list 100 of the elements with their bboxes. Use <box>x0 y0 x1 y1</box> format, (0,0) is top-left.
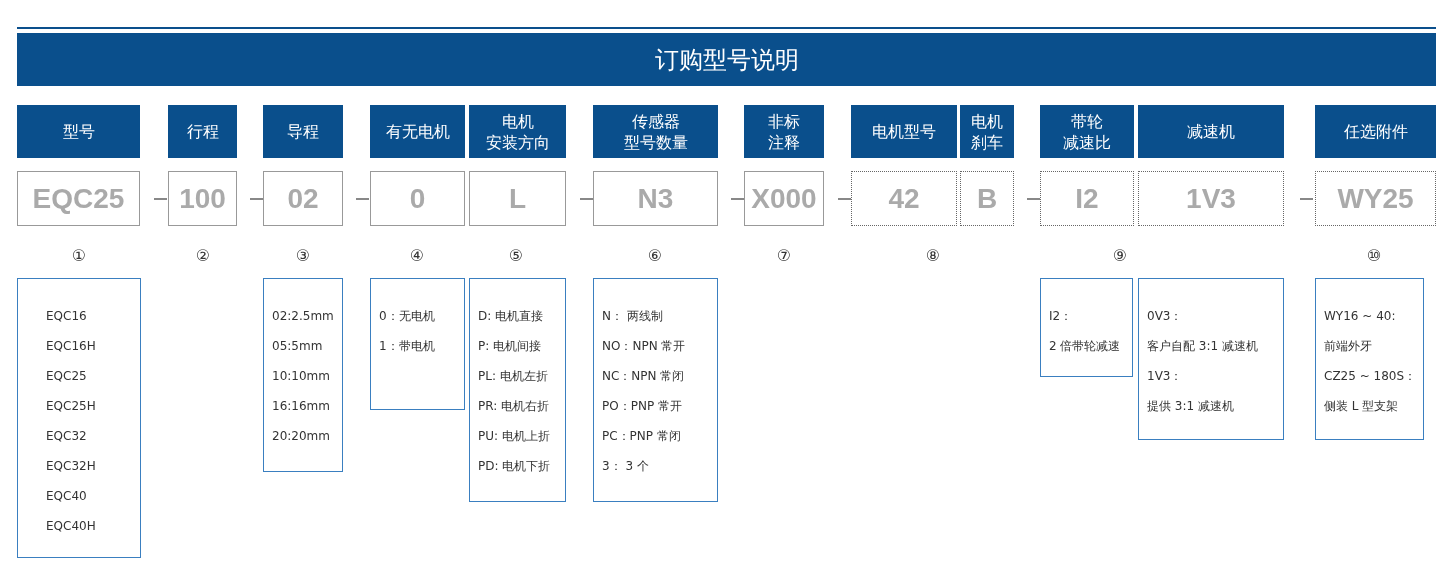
option-list-box <box>1040 278 1133 377</box>
option-text: 侧装 L 型支架 <box>1324 398 1400 415</box>
callout-number: ⑥ <box>646 245 664 267</box>
code-box <box>469 171 566 226</box>
code-box <box>1315 171 1436 226</box>
option-list-box <box>1315 278 1424 440</box>
code-value: I2 <box>1075 181 1099 216</box>
header-text: 电机型号 <box>872 121 936 142</box>
callout-number: ⑧ <box>924 245 942 267</box>
option-text: 02:2.5mm <box>272 308 335 325</box>
header-cell <box>168 105 237 158</box>
header-cell <box>1315 105 1436 158</box>
code-box <box>263 171 343 226</box>
option-text: 3： 3 个 <box>602 458 650 475</box>
callout-number: ⑤ <box>507 245 525 267</box>
header-cell <box>263 105 343 158</box>
header-cell <box>17 105 140 158</box>
header-text: 型号 <box>62 121 95 142</box>
option-text: N： 两线制 <box>602 308 664 325</box>
header-cell <box>1040 105 1134 158</box>
option-text: I2： <box>1049 308 1074 325</box>
header-text: 导程 <box>287 121 319 142</box>
option-text: P: 电机间接 <box>478 338 543 355</box>
option-text: CZ25 ~ 180S： <box>1324 368 1418 385</box>
code-value: B <box>976 181 998 216</box>
option-text: 提供 3:1 减速机 <box>1147 398 1235 415</box>
option-text: 0：无电机 <box>379 308 436 325</box>
header-text: 非标注释 <box>768 110 800 153</box>
header-text: 带轮减速比 <box>1063 110 1111 153</box>
header-text: 任选附件 <box>1343 121 1408 142</box>
option-text: 0V3： <box>1147 308 1184 325</box>
callout-number: ⑩ <box>1365 245 1383 267</box>
code-box <box>1138 171 1284 226</box>
option-list-box <box>370 278 465 410</box>
option-text: NO：NPN 常开 <box>602 338 687 355</box>
code-value: WY25 <box>1337 181 1414 216</box>
callout-number: ⑨ <box>1111 245 1129 267</box>
option-list-box <box>469 278 566 502</box>
option-text: 2 倍带轮减速 <box>1049 338 1122 355</box>
code-box <box>370 171 465 226</box>
title: 订购型号说明 <box>654 44 799 76</box>
option-text: EQC25H <box>45 398 97 415</box>
option-text: PC：PNP 常闭 <box>602 428 682 445</box>
header-text: 减速机 <box>1187 121 1235 142</box>
header-cell <box>469 105 566 158</box>
code-value: N3 <box>637 181 674 216</box>
code-box <box>1040 171 1134 226</box>
code-value: X000 <box>751 181 817 216</box>
code-box <box>593 171 718 226</box>
option-text: EQC25 <box>45 368 88 385</box>
option-text: 客户自配 3:1 减速机 <box>1147 338 1259 355</box>
header-text: 行程 <box>186 121 219 142</box>
option-text: D: 电机直接 <box>478 308 545 325</box>
code-value: 42 <box>888 181 920 216</box>
option-text: 05:5mm <box>272 338 324 355</box>
option-text: 20:20mm <box>272 428 331 445</box>
header-cell <box>851 105 957 158</box>
option-text: PU: 电机上折 <box>478 428 551 445</box>
option-text: 1V3： <box>1147 368 1184 385</box>
option-text: EQC40 <box>45 488 88 505</box>
callout-number: ② <box>194 245 212 267</box>
code-box <box>17 171 140 226</box>
option-text: 16:16mm <box>272 398 331 415</box>
header-cell <box>370 105 465 158</box>
option-list-box <box>1138 278 1284 440</box>
header-cell <box>960 105 1014 158</box>
header-text: 电机安装方向 <box>485 110 550 153</box>
callout-number: ① <box>70 245 88 267</box>
header-text: 传感器型号数量 <box>623 110 688 153</box>
code-value: L <box>508 181 527 216</box>
code-value: 1V3 <box>1186 181 1236 216</box>
code-value: 100 <box>179 181 226 216</box>
code-box <box>960 171 1014 226</box>
code-value: EQC25 <box>32 181 125 216</box>
code-value: 02 <box>287 181 319 216</box>
option-text: EQC16 <box>45 308 88 325</box>
option-text: 前端外牙 <box>1324 338 1373 355</box>
option-text: EQC16H <box>45 338 97 355</box>
callout-number: ⑦ <box>775 245 793 267</box>
callout-number: ④ <box>408 245 426 267</box>
option-text: PO：PNP 常开 <box>602 398 683 415</box>
option-text: EQC32H <box>45 458 97 475</box>
code-box <box>168 171 237 226</box>
header-cell <box>744 105 824 158</box>
callout-number: ③ <box>294 245 312 267</box>
header-text: 有无电机 <box>385 121 450 142</box>
code-box <box>744 171 824 226</box>
option-text: EQC32 <box>45 428 88 445</box>
option-list-box <box>593 278 718 502</box>
option-text: WY16 ~ 40: <box>1324 308 1397 325</box>
option-list-box <box>263 278 343 472</box>
option-text: 1：带电机 <box>379 338 436 355</box>
header-cell <box>593 105 718 158</box>
header-cell <box>1138 105 1284 158</box>
option-text: NC：NPN 常闭 <box>602 368 686 385</box>
code-box <box>851 171 957 226</box>
code-value: 0 <box>409 181 426 216</box>
option-text: EQC40H <box>45 518 97 535</box>
option-list-box <box>17 278 141 558</box>
option-text: PL: 电机左折 <box>478 368 549 385</box>
